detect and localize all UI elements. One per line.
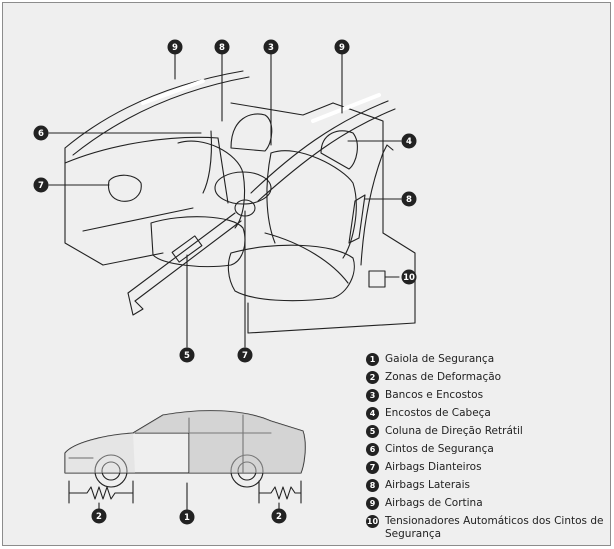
callout-7-airbag-center: 7: [237, 347, 253, 363]
legend-item: 5 Coluna de Direção Retrátil: [366, 423, 606, 441]
callout-7-airbag-left: 7: [33, 177, 49, 193]
legend-label: Cintos de Segurança: [385, 443, 494, 455]
legend-label: Coluna de Direção Retrátil: [385, 425, 523, 437]
callout-9-roof-left: 9: [167, 39, 183, 55]
callout-2-front: 2: [91, 508, 107, 524]
legend-item: 6 Cintos de Segurança: [366, 441, 606, 459]
svg-text:1: 1: [184, 513, 190, 523]
svg-text:2: 2: [276, 512, 282, 522]
legend-label: Zonas de Deformação: [385, 371, 502, 383]
legend-number: 2: [366, 371, 379, 384]
legend-label: Airbags Laterais: [385, 479, 470, 491]
svg-text:2: 2: [96, 512, 102, 522]
callout-8-side-left: 8: [214, 39, 230, 55]
legend-item: 8 Airbags Laterais: [366, 477, 606, 495]
svg-text:4: 4: [406, 137, 412, 147]
legend-label: Bancos e Encostos: [385, 389, 484, 401]
legend-label: Gaiola de Segurança: [385, 353, 495, 365]
svg-text:5: 5: [184, 351, 190, 361]
legend-item: 7 Airbags Dianteiros: [366, 459, 606, 477]
legend-number: 3: [366, 389, 379, 402]
legend-number: 4: [366, 407, 379, 420]
legend-number: 10: [366, 515, 379, 528]
svg-text:7: 7: [38, 181, 44, 191]
legend-number: 7: [366, 461, 379, 474]
legend-item: 2 Zonas de Deformação: [366, 369, 606, 387]
callout-1-cage: 1: [179, 509, 195, 525]
callout-9-roof-right: 9: [334, 39, 350, 55]
svg-text:9: 9: [172, 43, 178, 53]
callout-8-side-right: 8: [401, 191, 417, 207]
svg-text:9: 9: [339, 43, 345, 53]
svg-text:8: 8: [219, 43, 225, 53]
svg-text:6: 6: [38, 129, 44, 139]
legend: 1 Gaiola de Segurança 2 Zonas de Deformaçã…: [366, 351, 606, 543]
svg-text:3: 3: [268, 43, 274, 53]
interior-illustration: 9 8 3 9 6 4 7 8 10 5 7 2 1 2: [33, 39, 417, 525]
legend-label: Airbags de Cortina: [385, 497, 483, 509]
legend-number: 6: [366, 443, 379, 456]
legend-label: Airbags Dianteiros: [385, 461, 482, 473]
legend-item: 9 Airbags de Cortina: [366, 495, 606, 513]
svg-text:7: 7: [242, 351, 248, 361]
svg-text:10: 10: [403, 273, 415, 283]
legend-number: 8: [366, 479, 379, 492]
legend-item: 10 Tensionadores Automáticos dos Cintos d…: [366, 513, 606, 543]
callout-5-steering: 5: [179, 347, 195, 363]
legend-number: 1: [366, 353, 379, 366]
legend-item: 4 Encostos de Cabeça: [366, 405, 606, 423]
legend-number: 9: [366, 497, 379, 510]
legend-number: 5: [366, 425, 379, 438]
callout-3-seats: 3: [263, 39, 279, 55]
callout-2-rear: 2: [271, 508, 287, 524]
callout-6-seatbelt: 6: [33, 125, 49, 141]
callout-10-tensioner: 10: [401, 269, 417, 285]
legend-item: 1 Gaiola de Segurança: [366, 351, 606, 369]
callout-4-headrest: 4: [401, 133, 417, 149]
legend-label: Encostos de Cabeça: [385, 407, 491, 419]
svg-text:8: 8: [406, 195, 412, 205]
legend-item: 3 Bancos e Encostos: [366, 387, 606, 405]
legend-label: Tensionadores Automáticos dos Cintos de …: [385, 515, 604, 540]
